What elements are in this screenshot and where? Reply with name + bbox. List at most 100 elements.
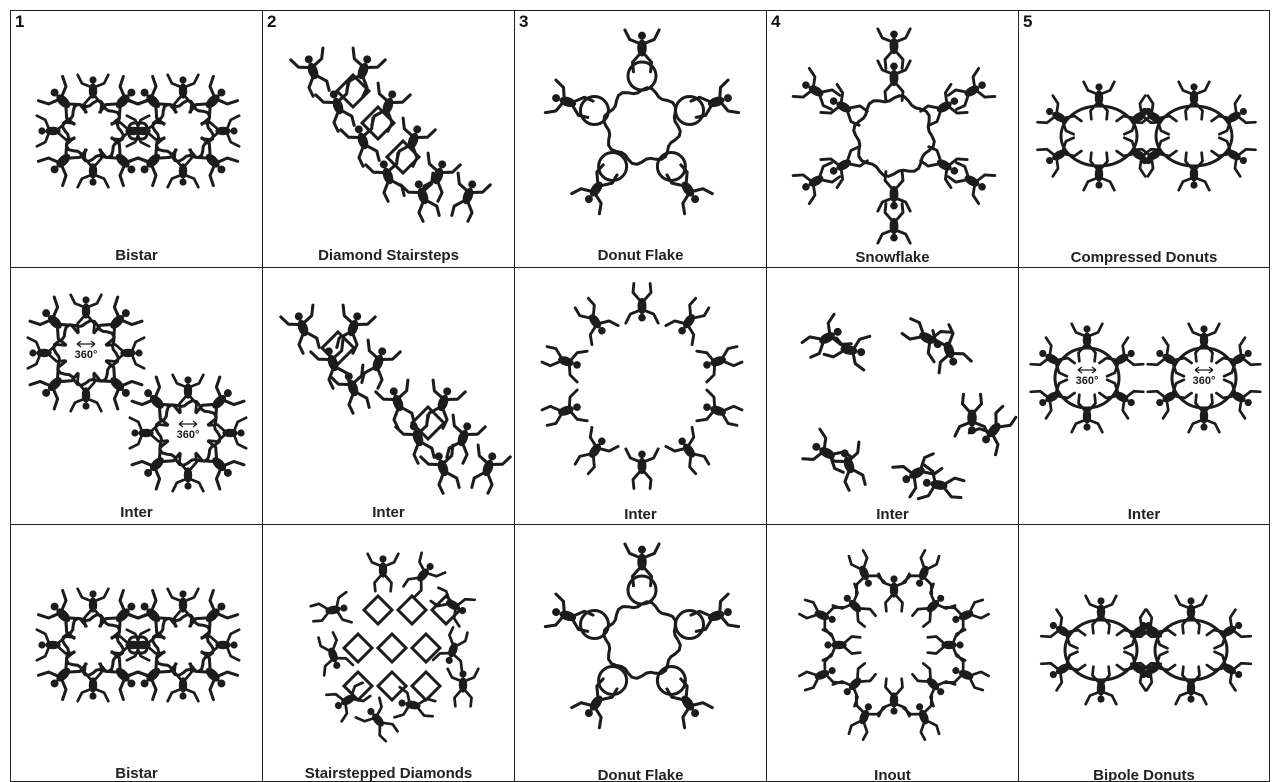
rotation-label: 360° (1076, 375, 1099, 387)
grip-diamond (378, 672, 406, 700)
skydiver-figure (688, 594, 738, 639)
skydiver-figure (842, 696, 885, 742)
cell-2-3: Stairstepped Diamonds (262, 524, 515, 782)
skydiver-figure (625, 30, 659, 72)
cell-1-3: Bistar (10, 524, 263, 782)
skydiver-figure (666, 294, 715, 345)
formation-figure (263, 525, 515, 782)
skydiver-figure (309, 592, 351, 629)
formation-figure (1019, 525, 1270, 782)
rotation-label: 360° (1193, 375, 1216, 387)
rotation-label: 360° (75, 349, 98, 361)
skydiver-figure (1086, 596, 1117, 633)
cell-3-3: Donut Flake (514, 524, 767, 782)
skydiver-figure (945, 655, 991, 698)
skydiver-figure (569, 294, 618, 345)
skydiver-figure (569, 427, 618, 478)
grip-diamond (364, 596, 392, 624)
cell-4-1: 4 Snowflake (766, 10, 1019, 268)
skydiver-figure (354, 340, 400, 391)
rotation-arrow-icon (1195, 367, 1213, 373)
grip-ring (63, 615, 124, 676)
cell-3-1: 3 Donut Flake (514, 10, 767, 268)
skydiver-figure (398, 553, 445, 601)
skydiver-figure (1189, 395, 1220, 432)
cell-2-2: Inter (262, 267, 515, 525)
skydiver-figure (842, 547, 885, 593)
skydiver-figure (904, 547, 947, 593)
cell-1-1: 1 Bistar (10, 10, 263, 268)
formation-caption: Inter (1019, 506, 1269, 523)
skydiver-figure (878, 172, 910, 212)
skydiver-figure (697, 339, 745, 382)
skydiver-figure (356, 698, 403, 746)
rotation-label: 360° (177, 429, 200, 441)
grip-ring (63, 101, 124, 162)
skydiver-figure (666, 427, 715, 478)
cell-1-2: 360°360° Inter (10, 267, 263, 525)
formation-figure (263, 11, 515, 268)
skydiver-figure (796, 593, 842, 636)
cell-5-1: 5 Compressed Donuts (1018, 10, 1270, 268)
skydiver-figure (281, 305, 327, 356)
skydiver-figure (540, 339, 588, 382)
formation-sequence-grid: 1 Bistar 360° 360° Inter Bistar 2 Diamond… (10, 10, 1270, 782)
cell-2-1: 2 Diamond Stairsteps (262, 10, 515, 268)
formation-caption: Diamond Stairsteps (263, 247, 514, 264)
formation-caption: Compressed Donuts (1019, 249, 1269, 266)
formation-figure: 360° 360° (11, 268, 263, 525)
skydiver-figure (798, 314, 851, 365)
rotation-arrow-icon (179, 421, 197, 427)
cell-5-3: Bipole Donuts (1018, 524, 1270, 782)
skydiver-figure (1176, 596, 1207, 633)
skydiver-figure (545, 80, 595, 125)
formation-figure (1019, 11, 1270, 268)
skydiver-figure (1176, 667, 1207, 704)
formation-caption: Inter (767, 506, 1018, 523)
cell-5-2: 360° 360° Inter (1018, 267, 1270, 525)
skydiver-figure (626, 284, 658, 324)
grip-ring (1065, 620, 1137, 680)
grip-diamond (412, 672, 440, 700)
skydiver-figure (1086, 667, 1117, 704)
formation-figure: 360° 360° (1019, 268, 1270, 525)
rotation-arrow-icon (77, 341, 95, 347)
formation-figure (11, 11, 263, 268)
formation-caption: Inter (263, 504, 514, 521)
skydiver-figure (448, 669, 479, 706)
formation-figure (767, 268, 1019, 525)
skydiver-figure (697, 390, 745, 433)
skydiver-figure (1084, 153, 1115, 190)
grip-ring (854, 96, 935, 177)
skydiver-figure (1072, 395, 1103, 432)
formation-caption: Snowflake (767, 249, 1018, 266)
skydiver-figure (904, 696, 947, 742)
grip-ring (153, 101, 214, 162)
skydiver-figure (444, 173, 490, 224)
skydiver-figure (1179, 82, 1210, 119)
formation-figure (767, 525, 1019, 782)
formation-caption: Donut Flake (515, 767, 766, 782)
grip-ring (1061, 106, 1137, 166)
rotation-arrow-icon (1078, 367, 1096, 373)
formation-figure (767, 11, 1019, 268)
formation-caption: Inter (515, 506, 766, 523)
skydiver-figure (368, 554, 399, 591)
skydiver-figure (540, 390, 588, 433)
grip-diamond (378, 634, 406, 662)
formation-figure (515, 11, 767, 268)
grip-ring (153, 615, 214, 676)
skydiver-figure (545, 594, 595, 639)
skydiver-figure (331, 365, 377, 416)
formation-caption: Bistar (11, 247, 262, 264)
skydiver-figure (421, 445, 467, 496)
grip-diamond (398, 596, 426, 624)
skydiver-figure (1179, 153, 1210, 190)
grip-ring (1156, 106, 1232, 166)
cell-3-2: Inter (514, 267, 767, 525)
formation-caption: Donut Flake (515, 247, 766, 264)
skydiver-figure (945, 593, 991, 636)
formation-caption: Bipole Donuts (1019, 767, 1269, 782)
formation-figure (11, 525, 263, 782)
skydiver-figure (464, 445, 510, 496)
